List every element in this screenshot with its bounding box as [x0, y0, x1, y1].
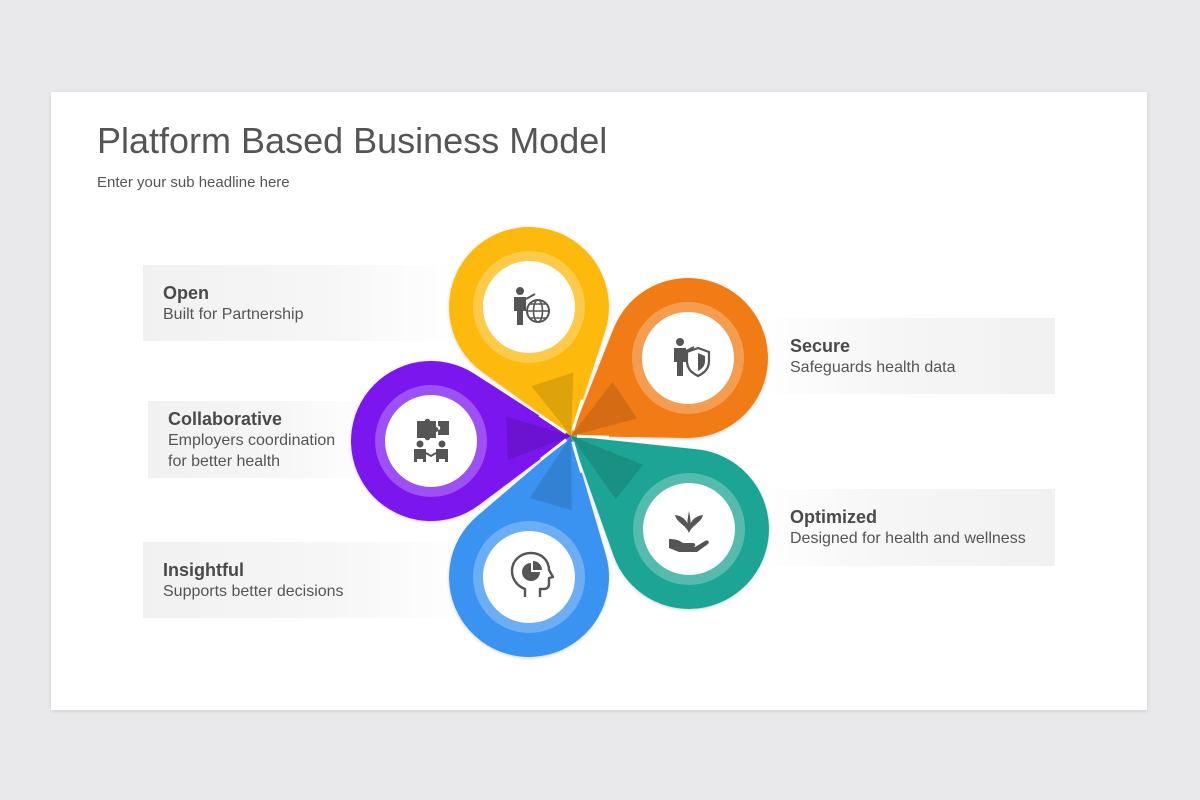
label-open: Open Built for Partnership: [143, 265, 463, 341]
people-puzzle-icon: [414, 418, 449, 462]
petal-collaborative: [351, 360, 571, 521]
petal-collaborative-disc: [385, 395, 477, 487]
petal-optimized-shade: [571, 436, 643, 500]
label-secure-description: Safeguards health data: [790, 358, 956, 376]
slide-title: Platform Based Business Model: [97, 120, 608, 161]
head-chart-icon: [510, 551, 555, 597]
label-insightful-description: Supports better decisions: [163, 582, 344, 600]
label-collaborative-title: Collaborative: [168, 408, 283, 429]
petal-optimized: [571, 436, 769, 609]
petal-secure: [571, 278, 768, 439]
label-optimized-title: Optimized: [790, 507, 878, 527]
label-secure-title: Secure: [790, 335, 851, 356]
label-secure: Secure Safeguards health data: [752, 318, 1055, 394]
label-insightful-title: Insightful: [163, 559, 244, 580]
label-insightful: Insightful Supports better decisions: [143, 542, 473, 618]
petal-insightful: [449, 436, 610, 657]
hand-plant-icon: [669, 511, 709, 552]
slide-subtitle: Enter your sub headline here: [97, 174, 290, 191]
label-open-title: Open: [163, 282, 210, 303]
petal-group: [351, 226, 769, 657]
label-optimized: Optimized Designed for health and wellne…: [752, 489, 1055, 566]
person-shield-icon: [674, 338, 711, 378]
label-collaborative-description: Employers coordination for better health: [168, 431, 336, 470]
label-collaborative: Collaborative Employers coordination for…: [148, 401, 378, 478]
label-optimized-description: Designed for health and wellness: [790, 530, 1026, 547]
petal-secure-shade: [571, 381, 637, 436]
person-globe-icon: [514, 287, 550, 325]
petal-collaborative-shade: [506, 416, 571, 461]
label-open-description: Built for Partnership: [163, 305, 304, 323]
petal-open-disc: [483, 261, 575, 353]
